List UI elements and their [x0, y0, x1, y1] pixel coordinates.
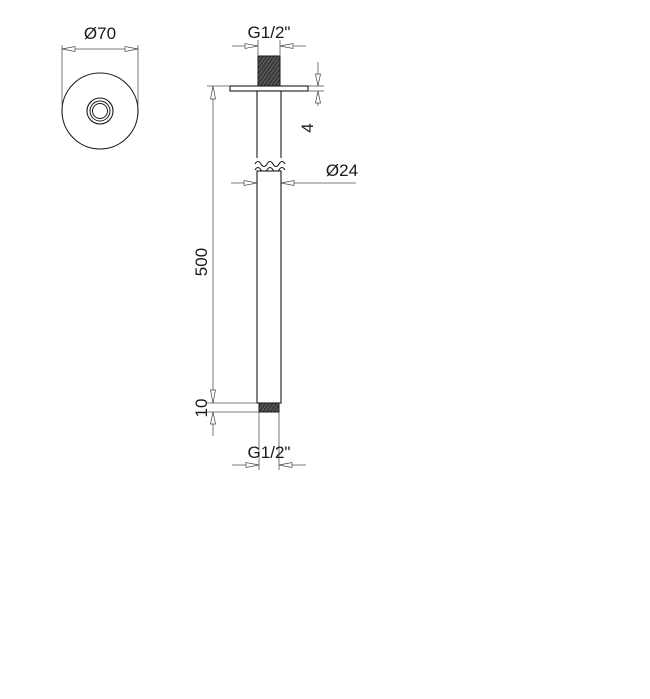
pipe-lower	[256, 170, 282, 404]
pipe-upper	[256, 90, 282, 166]
pipe-length-label: 500	[192, 248, 211, 276]
pipe-break-symbol	[254, 158, 286, 174]
pipe-inner-circle	[92, 103, 108, 119]
bottom-thread	[258, 402, 280, 413]
flange-top-view	[61, 72, 139, 150]
flange-plate	[229, 85, 309, 92]
pipe-length-dimension: 500	[192, 85, 257, 404]
top-thread	[257, 55, 281, 88]
bottom-thread-dimension: G1/2"	[232, 412, 306, 470]
pipe-mid-circle	[89, 100, 111, 122]
flange-thickness-label: 4	[298, 123, 317, 132]
flange-diameter-label: Ø70	[84, 24, 116, 43]
flange-thickness-dimension: 4	[298, 62, 324, 133]
flange-outer-circle	[61, 72, 139, 150]
shower-arm-side-view	[229, 55, 309, 413]
bottom-thread-length-dimension: 10	[192, 399, 259, 436]
pipe-diameter-dimension: Ø24	[231, 161, 358, 186]
bottom-thread-label: G1/2"	[248, 443, 291, 462]
pipe-outer-circle	[86, 97, 114, 125]
bottom-thread-length-label: 10	[192, 399, 211, 418]
top-thread-label: G1/2"	[248, 23, 291, 42]
flange-diameter-dimension: Ø70	[61, 24, 139, 105]
top-thread-dimension: G1/2"	[232, 23, 306, 56]
pipe-diameter-label: Ø24	[326, 161, 358, 180]
